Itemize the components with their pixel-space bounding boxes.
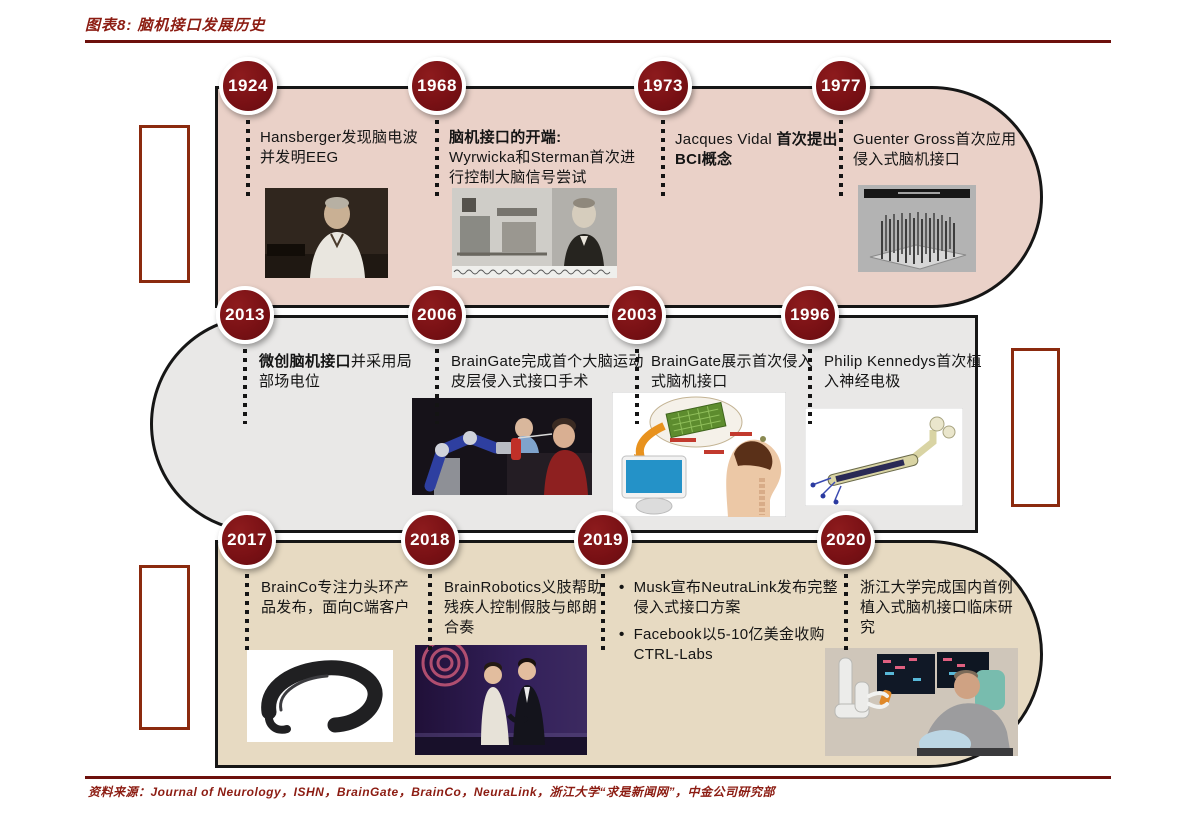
dotted-connector-2020 [844, 574, 848, 652]
event-note-2017: BrainCo专注力头环产品发布，面向C端客户 [261, 579, 410, 617]
photo-microelectrode-array [858, 185, 976, 272]
dotted-connector-2019 [601, 574, 605, 652]
photo-zju-clinical-trial [825, 648, 1018, 756]
year-badge-2006: 2006 [408, 286, 466, 344]
year-badge-2019: 2019 [574, 511, 632, 569]
year-badge-2020: 2020 [817, 511, 875, 569]
event-note-2019: Musk宣布NeutraLink发布完整侵入式接口方案 Facebook以5-1… [617, 578, 845, 672]
photo-sterman-lab [452, 188, 617, 278]
dotted-connector-1996 [808, 349, 812, 424]
event-note-1996: Philip Kennedys首次植入神经电极 [824, 353, 982, 391]
decorative-box-left-top [139, 125, 190, 283]
year-label: 1968 [417, 76, 457, 95]
figure-title: 图表8: 脑机接口发展历史 [85, 17, 266, 34]
source-note: 资料来源：Journal of Neurology，ISHN，BrainGate… [88, 785, 776, 799]
year-badge-2018: 2018 [401, 511, 459, 569]
year-badge-1973: 1973 [634, 57, 692, 115]
year-label: 2006 [417, 305, 457, 324]
dotted-connector-2006 [435, 349, 439, 424]
year-badge-1924: 1924 [219, 57, 277, 115]
footer-rule [85, 776, 1111, 779]
year-label: 2013 [225, 305, 265, 324]
event-note-2006: BrainGate完成首个大脑运动皮层侵入式接口手术 [451, 353, 644, 391]
event-note-2003: BrainGate展示首次侵入式脑机接口 [651, 353, 814, 391]
year-label: 1996 [790, 305, 830, 324]
year-label: 1973 [643, 76, 683, 95]
photo-brainco-headband [247, 650, 393, 742]
year-label: 1977 [821, 76, 861, 95]
dotted-connector-2017 [245, 574, 249, 652]
dotted-connector-1968 [435, 120, 439, 200]
photo-neural-electrode [805, 408, 963, 506]
bullet-item: Musk宣布NeutraLink发布完整侵入式接口方案 [617, 578, 845, 618]
bullet-item: Facebook以5-10亿美金收购CTRL-Labs [617, 625, 845, 665]
event-note-1924: Hansberger发现脑电波并发明EEG [260, 129, 418, 167]
event-note-2020: 浙江大学完成国内首例植入式脑机接口临床研究 [860, 579, 1014, 637]
dotted-connector-2013 [243, 349, 247, 424]
event-note-1968: 脑机接口的开端:Wyrwicka和Sterman首次进行控制大脑信号尝试 [449, 129, 636, 187]
dotted-connector-1973 [661, 120, 665, 200]
year-badge-1977: 1977 [812, 57, 870, 115]
photo-brainrobotics-stage [415, 645, 587, 755]
event-note-2018: BrainRobotics义肢帮助残疾人控制假肢与郎朗合奏 [444, 579, 603, 637]
event-note-2013: 微创脑机接口并采用局部场电位 [259, 353, 413, 391]
photo-braingate-robotic-arm [412, 398, 592, 495]
event-note-1973: Jacques Vidal 首次提出BCI概念 [675, 131, 838, 169]
photo-hans-berger-portrait [265, 188, 388, 278]
dotted-connector-2018 [428, 574, 432, 652]
decorative-box-right [1011, 348, 1060, 507]
year-label: 2019 [583, 530, 623, 549]
photo-bci-system-diagram [612, 392, 786, 517]
year-label: 2020 [826, 530, 866, 549]
decorative-box-left-bottom [139, 565, 190, 730]
year-label: 2017 [227, 530, 267, 549]
year-label: 1924 [228, 76, 268, 95]
year-badge-1968: 1968 [408, 57, 466, 115]
event-note-1977: Guenter Gross首次应用侵入式脑机接口 [853, 131, 1017, 169]
year-label: 2003 [617, 305, 657, 324]
year-label: 2018 [410, 530, 450, 549]
year-badge-2003: 2003 [608, 286, 666, 344]
year-badge-2017: 2017 [218, 511, 276, 569]
title-rule [85, 40, 1111, 43]
dotted-connector-1924 [246, 120, 250, 200]
dotted-connector-1977 [839, 120, 843, 200]
year-badge-2013: 2013 [216, 286, 274, 344]
year-badge-1996: 1996 [781, 286, 839, 344]
dotted-connector-2003 [635, 349, 639, 424]
